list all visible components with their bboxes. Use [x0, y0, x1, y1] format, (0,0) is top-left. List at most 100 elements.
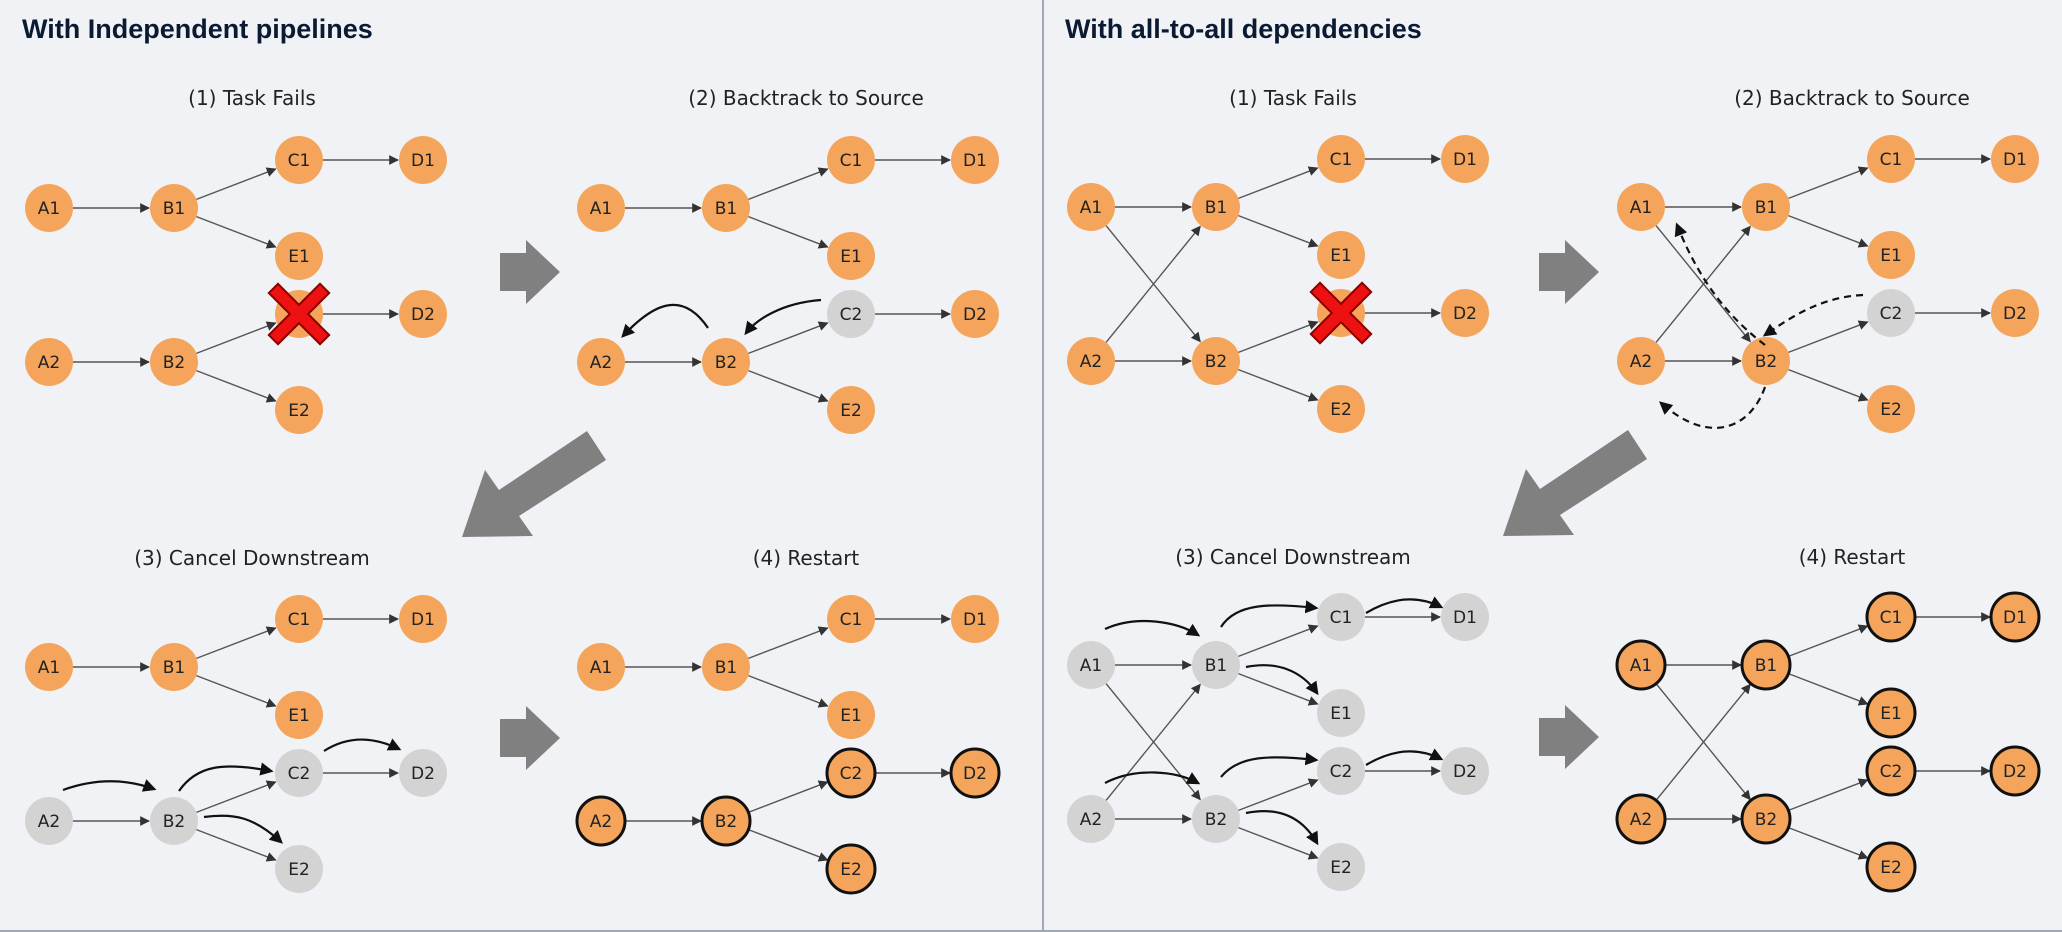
panel-title-all-to-all: With all-to-all dependencies — [1065, 14, 1422, 44]
node-label: E1 — [1880, 704, 1902, 724]
step-title-restart: (4) Restart — [753, 546, 860, 570]
node-b1: B1 — [1742, 183, 1790, 231]
dependency-edge — [1788, 368, 1869, 402]
node-b1: B1 — [150, 184, 198, 232]
node-label: B2 — [715, 812, 737, 832]
node-circle — [827, 290, 875, 338]
node-circle — [951, 290, 999, 338]
node-circle — [827, 136, 875, 184]
propagation-arrow — [323, 738, 402, 752]
node-label: E1 — [1880, 246, 1902, 266]
node-circle — [1441, 593, 1489, 641]
node-label: D1 — [963, 151, 987, 171]
propagation-arrow — [1104, 771, 1201, 785]
node-label: D2 — [963, 305, 987, 325]
node-circle — [1740, 793, 1792, 845]
node-circle — [1615, 793, 1667, 845]
flow-arrow-diagonal — [462, 431, 606, 537]
dependency-edge — [1788, 320, 1869, 354]
step-title-backtrack: (2) Backtrack to Source — [688, 86, 924, 110]
node-a1: A1 — [577, 184, 625, 232]
dependency-edge — [748, 321, 829, 355]
node-circle — [1991, 289, 2039, 337]
node-label: C1 — [1330, 608, 1353, 628]
node-circle — [1192, 337, 1240, 385]
dependency-edge — [1788, 826, 1869, 860]
dependency-edge — [196, 321, 277, 355]
panel-title-independent: With Independent pipelines — [22, 14, 373, 44]
node-label: A2 — [38, 812, 60, 832]
dependency-edge — [1788, 624, 1869, 658]
node-label: C2 — [288, 764, 311, 784]
node-label: B1 — [715, 658, 737, 678]
node-circle — [1867, 135, 1915, 183]
dependency-edge — [1105, 225, 1201, 343]
node-circle — [1067, 183, 1115, 231]
node-e1: E1 — [827, 691, 875, 739]
node-label: C2 — [840, 764, 863, 784]
dependency-edge — [1788, 214, 1869, 248]
node-e1: E1 — [275, 691, 323, 739]
node-b2: B2 — [1192, 795, 1240, 843]
node-circle — [1192, 795, 1240, 843]
node-circle — [1067, 641, 1115, 689]
flow-arrow-right — [500, 706, 560, 770]
node-label: B1 — [1205, 656, 1227, 676]
node-circle — [1317, 231, 1365, 279]
node-circle — [1865, 591, 1917, 643]
dependency-edge — [748, 674, 829, 708]
node-label: B1 — [163, 658, 185, 678]
node-d2: D2 — [949, 747, 1001, 799]
node-circle — [275, 691, 323, 739]
node-circle — [25, 797, 73, 845]
flow-arrow-diagonal — [1503, 430, 1647, 536]
node-circle — [702, 643, 750, 691]
node-label: E2 — [1330, 400, 1352, 420]
node-circle — [827, 691, 875, 739]
failure-cross-icon — [270, 285, 328, 343]
propagation-arrow — [1365, 596, 1444, 614]
node-circle — [1865, 745, 1917, 797]
node-circle — [702, 184, 750, 232]
node-circle — [275, 845, 323, 893]
node-a2: A2 — [1617, 337, 1665, 385]
node-label: E1 — [288, 247, 310, 267]
node-label: A1 — [1630, 198, 1652, 218]
dependency-edge — [748, 215, 829, 249]
node-label: B2 — [715, 353, 737, 373]
node-circle — [1742, 183, 1790, 231]
node-label: A1 — [1080, 656, 1102, 676]
dependency-edge — [196, 215, 277, 249]
node-circle — [1867, 289, 1915, 337]
node-d2: D2 — [399, 749, 447, 797]
node-label: E1 — [288, 706, 310, 726]
dependency-edge — [1655, 683, 1751, 801]
node-label: A1 — [590, 199, 612, 219]
dependency-edge — [196, 674, 277, 708]
node-label: B1 — [715, 199, 737, 219]
node-circle — [575, 795, 627, 847]
node-circle — [949, 747, 1001, 799]
node-label: D2 — [1453, 304, 1477, 324]
dependency-edge — [1238, 368, 1319, 402]
node-d1: D1 — [1991, 135, 2039, 183]
node-circle — [1317, 843, 1365, 891]
node-label: A1 — [1080, 198, 1102, 218]
node-a2: A2 — [1067, 337, 1115, 385]
node-a1: A1 — [1615, 639, 1667, 691]
node-b2: B2 — [1742, 337, 1790, 385]
node-d2: D2 — [1989, 745, 2041, 797]
node-circle — [399, 595, 447, 643]
node-d2: D2 — [1441, 747, 1489, 795]
node-d1: D1 — [951, 595, 999, 643]
node-label: B2 — [1755, 352, 1777, 372]
node-circle — [399, 290, 447, 338]
node-b2: B2 — [150, 338, 198, 386]
node-circle — [1317, 689, 1365, 737]
node-d2: D2 — [1991, 289, 2039, 337]
node-label: B2 — [1205, 352, 1227, 372]
node-e2: E2 — [1867, 385, 1915, 433]
